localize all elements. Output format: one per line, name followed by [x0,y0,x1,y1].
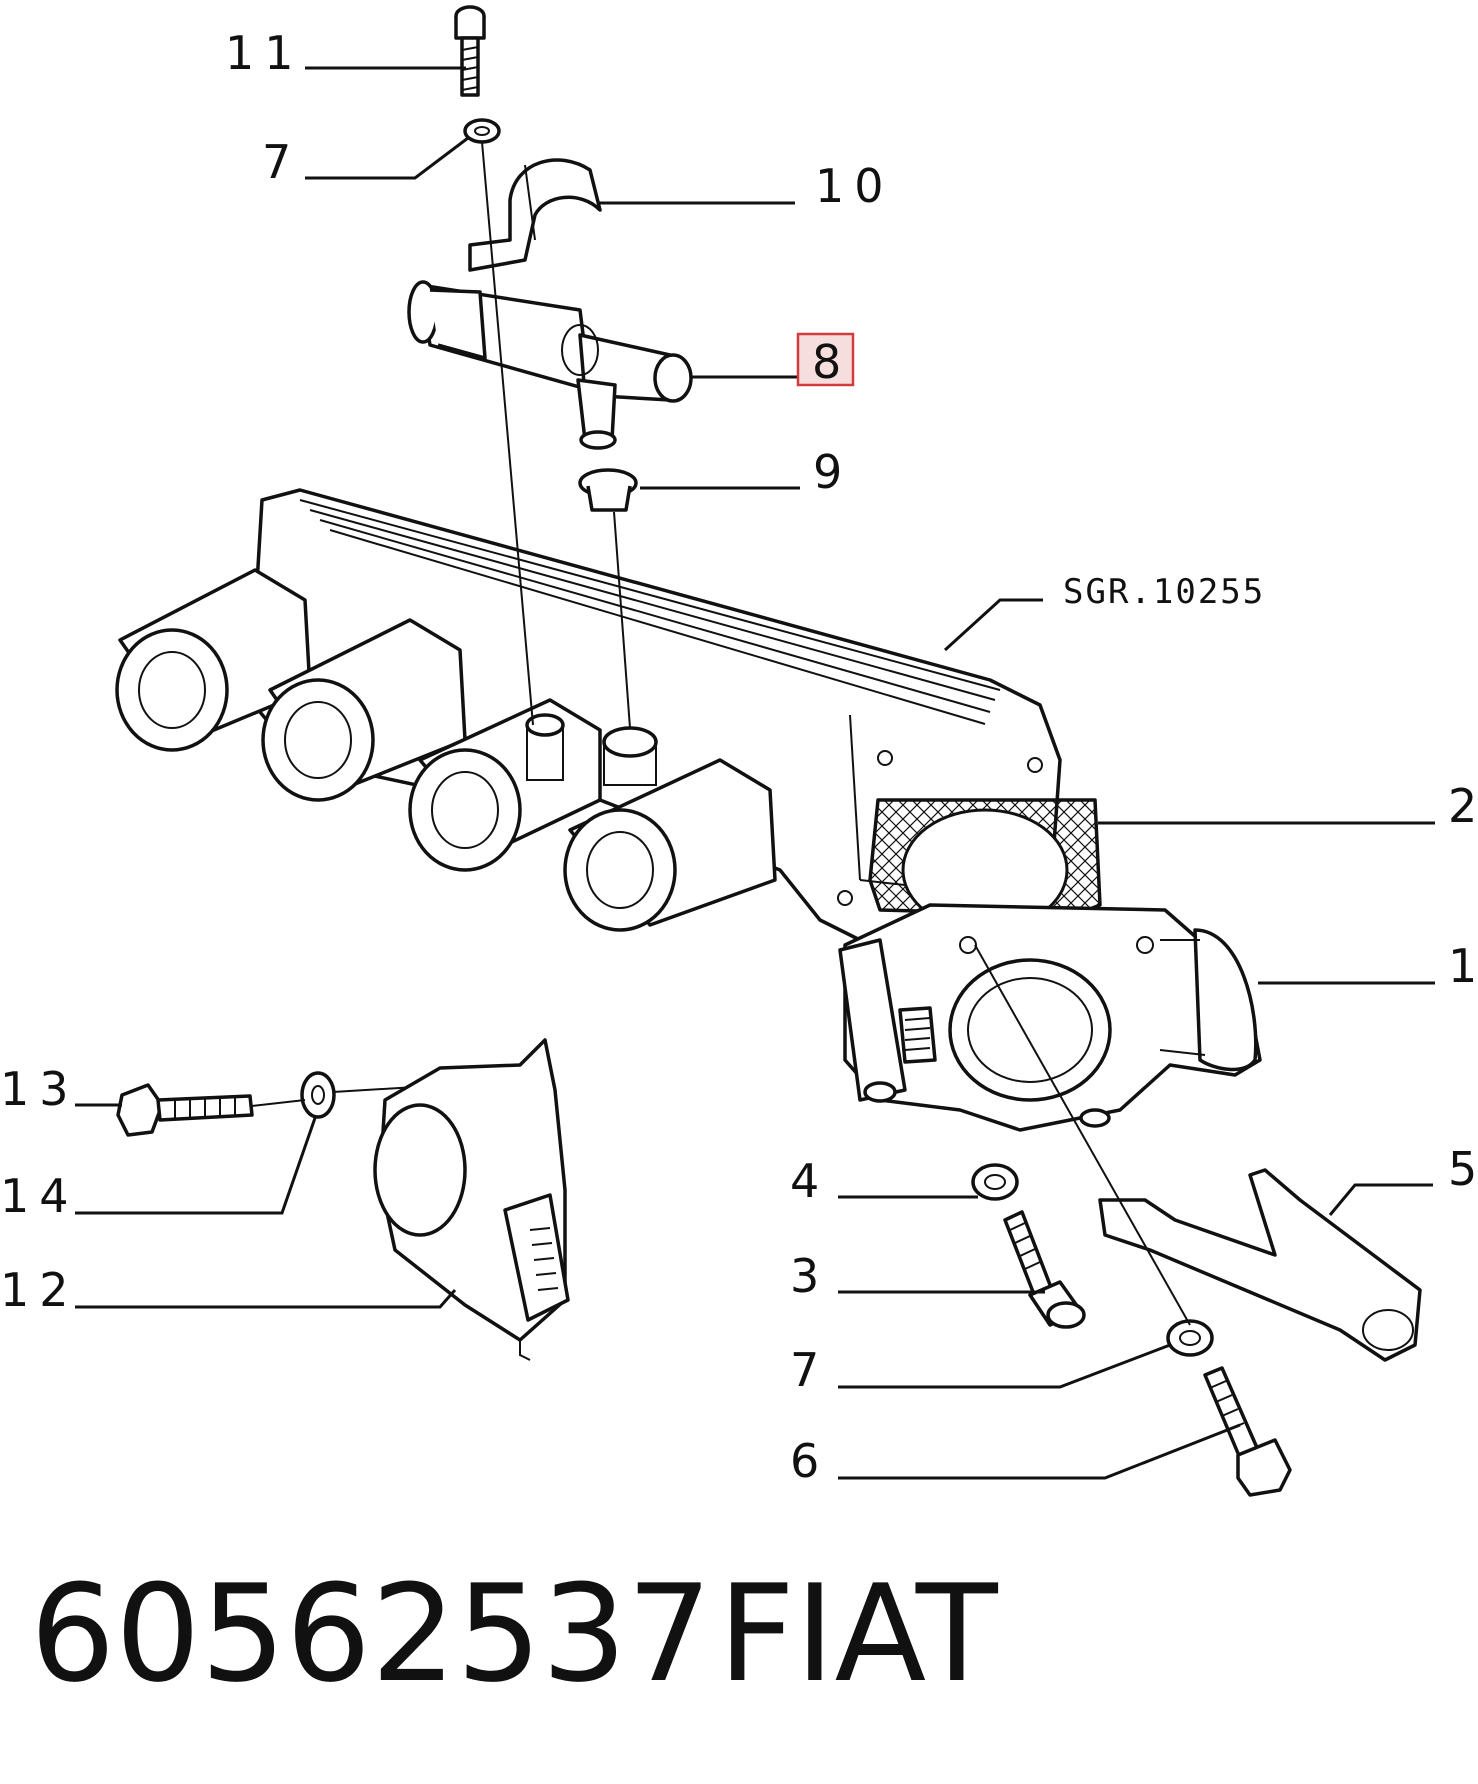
bolt-6 [1203,1366,1292,1497]
bolt-13 [116,1083,254,1137]
washer-7-top [463,118,501,144]
bracket-10 [468,158,602,272]
callout-11: 11 [225,26,304,80]
callout-7-top: 7 [262,135,301,189]
intake-manifold [115,488,1062,942]
throttle-body-1 [838,903,1262,1132]
callout-1: 1 [1448,939,1478,993]
callout-2: 2 [1448,779,1478,833]
brand-name: FIAT [718,1556,999,1712]
callout-14: 14 [0,1169,79,1223]
callout-4: 4 [790,1154,829,1208]
footer: 60562537 FIAT [30,1556,999,1712]
assembly-lines [481,141,631,729]
leader-lines [75,66,1435,1480]
callout-sgr-code: SGR.10255 [1063,572,1265,612]
callout-6: 6 [790,1434,829,1488]
callout-12: 12 [0,1263,79,1317]
callouts: 11 7 10 8 9 SGR.10255 2 1 13 14 12 4 5 3… [0,26,1478,1488]
washer-7-bottom [1166,1319,1214,1357]
screw-11 [454,5,486,97]
callout-9: 9 [813,445,852,499]
assembly-line-bottom [974,944,1191,1326]
callout-3: 3 [790,1249,829,1303]
assembly-line-13-14 [251,1099,306,1107]
bolt-3 [1003,1210,1086,1329]
washer-4 [971,1163,1019,1201]
idle-valve-8 [407,280,693,450]
callout-8: 8 [812,335,851,389]
callout-8-highlight [796,332,855,387]
callout-5: 5 [1448,1142,1478,1196]
callout-10: 10 [815,159,894,213]
washer-14 [300,1071,336,1119]
callout-13: 13 [0,1062,79,1116]
sensor-12 [373,1038,570,1361]
callout-7-bottom: 7 [790,1343,829,1397]
part-number: 60562537 [30,1556,712,1712]
gasket-2 [868,798,1102,932]
bracket-5 [1098,1168,1422,1362]
grommet-9 [578,468,638,512]
